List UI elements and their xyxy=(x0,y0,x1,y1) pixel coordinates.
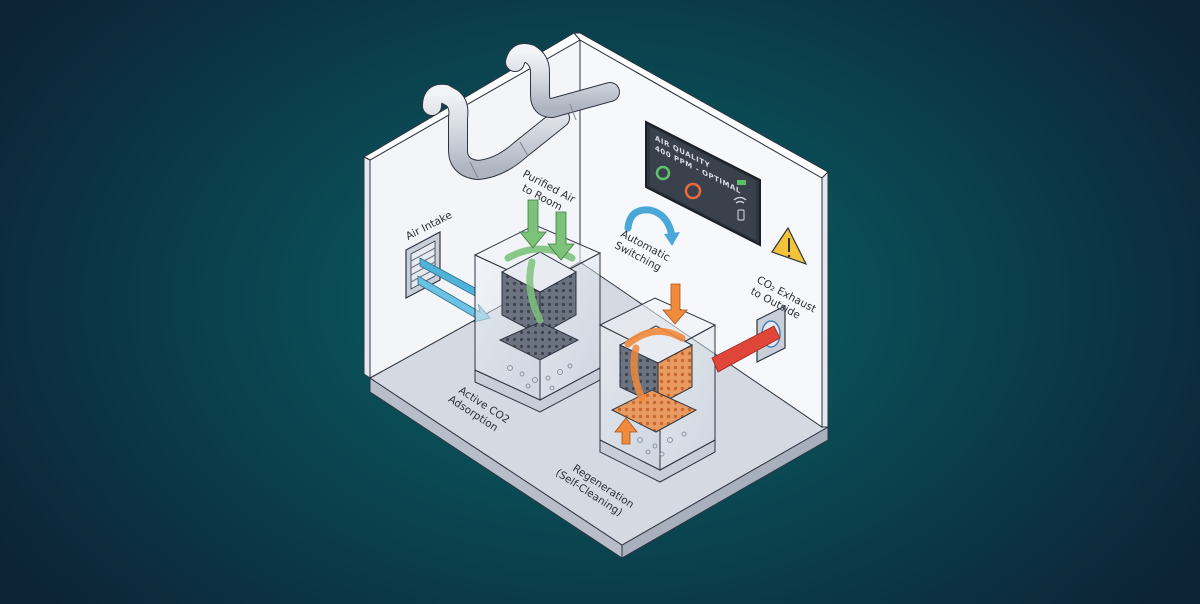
status-ring-orange xyxy=(684,182,702,200)
left-wall xyxy=(362,32,581,379)
switching-arrow-icon xyxy=(624,206,676,240)
pipe-duct xyxy=(422,43,620,181)
switching-arrowhead xyxy=(664,232,680,246)
status-ring-green xyxy=(655,165,671,181)
regen-input-arrow xyxy=(662,283,688,325)
regeneration-unit xyxy=(598,297,717,483)
purified-air-arrows xyxy=(519,199,575,261)
battery-icon xyxy=(737,180,746,185)
warning-icon xyxy=(771,226,808,266)
air-quality-monitor[interactable]: AIR QUALITY 400 PPM - OPTIMAL xyxy=(645,120,761,247)
exhaust-arrow xyxy=(711,325,781,373)
active-adsorption-unit xyxy=(473,224,602,413)
phone-icon xyxy=(737,209,745,221)
wifi-icon xyxy=(733,196,747,204)
